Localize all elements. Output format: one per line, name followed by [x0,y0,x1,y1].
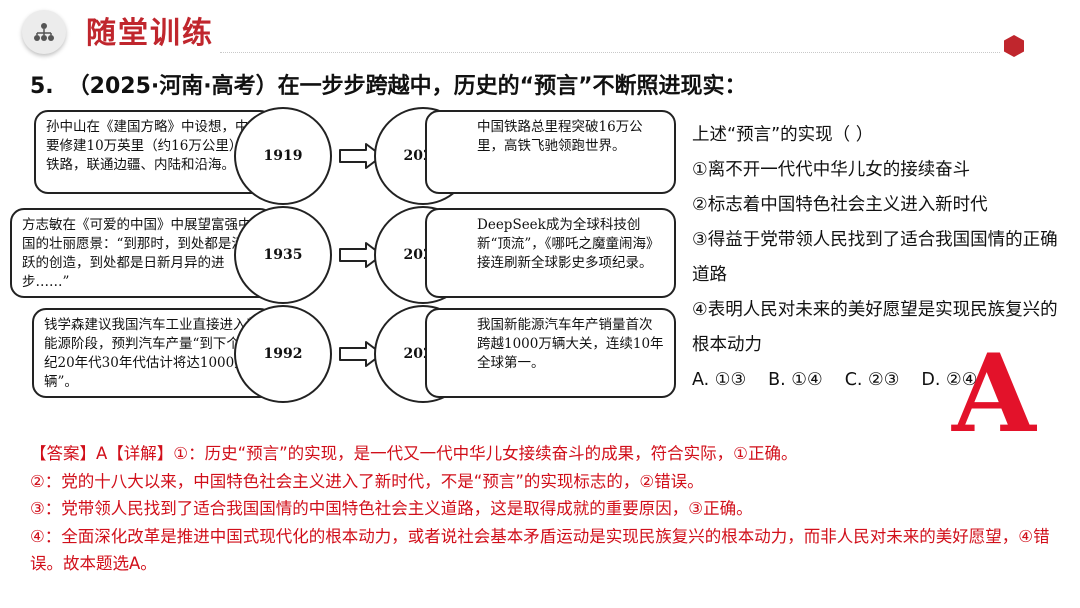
question-options: 上述“预言”的实现（ ） ①离不开一代代中华儿女的接续奋斗 ②标志着中国特色社会… [692,118,1062,398]
answer-choices: A. ①③ B. ①④ C. ②③ D. ②④ [692,363,1062,398]
year-label: 1919 [263,148,303,164]
prophecy-box: 方志敏在《可爱的中国》中展望富强中国的壮丽愿景：“到那时，到处都是活跃跃的创造，… [10,208,274,298]
year-circle: 1919 [234,107,332,205]
header-divider [220,52,1000,53]
reality-box: 中国铁路总里程突破16万公里，高铁飞驰领跑世界。 [425,110,676,194]
prophecy-text: 方志敏在《可爱的中国》中展望富强中国的壮丽愿景：“到那时，到处都是活跃跃的创造，… [22,217,259,290]
question-text: （2025·河南·高考）在一步步跨越中，历史的“预言”不断照进现实： [67,74,747,99]
choice-d[interactable]: D. ②④ [921,370,978,390]
answer-letter: A [952,331,1036,457]
year-label: 1935 [263,247,303,263]
statement-2: ②标志着中国特色社会主义进入新时代 [692,195,988,215]
prophecy-box: 钱学森建议我国汽车工业直接进入新能源阶段，预判汽车产量“到下个世纪20年代30年… [32,308,274,398]
reality-box: 我国新能源汽车年产销量首次跨越1000万辆大关，连续10年全球第一。 [425,308,676,398]
analysis-line: 【答案】A【详解】①：历史“预言”的实现，是一代又一代中华儿女接续奋斗的成果，符… [30,444,798,463]
reality-text: DeepSeek成为全球科技创新“顶流”，《哪吒之魔童闹海》接连刷新全球影史多项… [477,217,660,271]
year-circle: 1992 [234,305,332,403]
question-number: 5. [30,74,54,99]
year-circle: 1935 [234,206,332,304]
prophecy-text: 钱学森建议我国汽车工业直接进入新能源阶段，预判汽车产量“到下个世纪20年代30年… [44,317,260,390]
reality-text: 中国铁路总里程突破16万公里，高铁飞驰领跑世界。 [477,119,643,154]
choice-b[interactable]: B. ①④ [768,370,823,390]
question-prompt: 上述“预言”的实现（ ） [692,125,874,145]
question-stem: 5. （2025·河南·高考）在一步步跨越中，历史的“预言”不断照进现实： [30,72,747,102]
statement-3: ③得益于党带领人民找到了适合我国国情的正确道路 [692,230,1058,285]
choice-c[interactable]: C. ②③ [844,370,900,390]
analysis-line: ④：全面深化改革是推进中国式现代化的根本动力，或者说社会基本矛盾运动是实现民族复… [30,526,1050,574]
statement-1: ①离不开一代代中华儿女的接续奋斗 [692,160,971,180]
analysis-line: ②：党的十八大以来，中国特色社会主义进入了新时代，不是“预言”的实现标志的，②错… [30,471,704,491]
reality-box: DeepSeek成为全球科技创新“顶流”，《哪吒之魔童闹海》接连刷新全球影史多项… [425,208,676,298]
analysis-line: ③：党带领人民找到了适合我国国情的中国特色社会主义道路，这是取得成就的重要原因，… [30,499,753,518]
year-label: 1992 [263,346,303,362]
page-title: 随堂训练 [86,16,214,51]
answer-analysis: 【答案】A【详解】①：历史“预言”的实现，是一代又一代中华儿女接续奋斗的成果，符… [30,440,1060,578]
org-chart-icon [22,10,66,54]
prophecy-text: 孙中山在《建国方略》中设想，中国要修建10万英里（约16万公里）的铁路，联通边疆… [46,119,262,173]
reality-text: 我国新能源汽车年产销量首次跨越1000万辆大关，连续10年全球第一。 [477,317,664,371]
statement-4: ④表明人民对未来的美好愿望是实现民族复兴的根本动力 [692,300,1058,355]
red-hexagon-icon [1004,35,1024,57]
choice-a[interactable]: A. ①③ [692,370,747,390]
